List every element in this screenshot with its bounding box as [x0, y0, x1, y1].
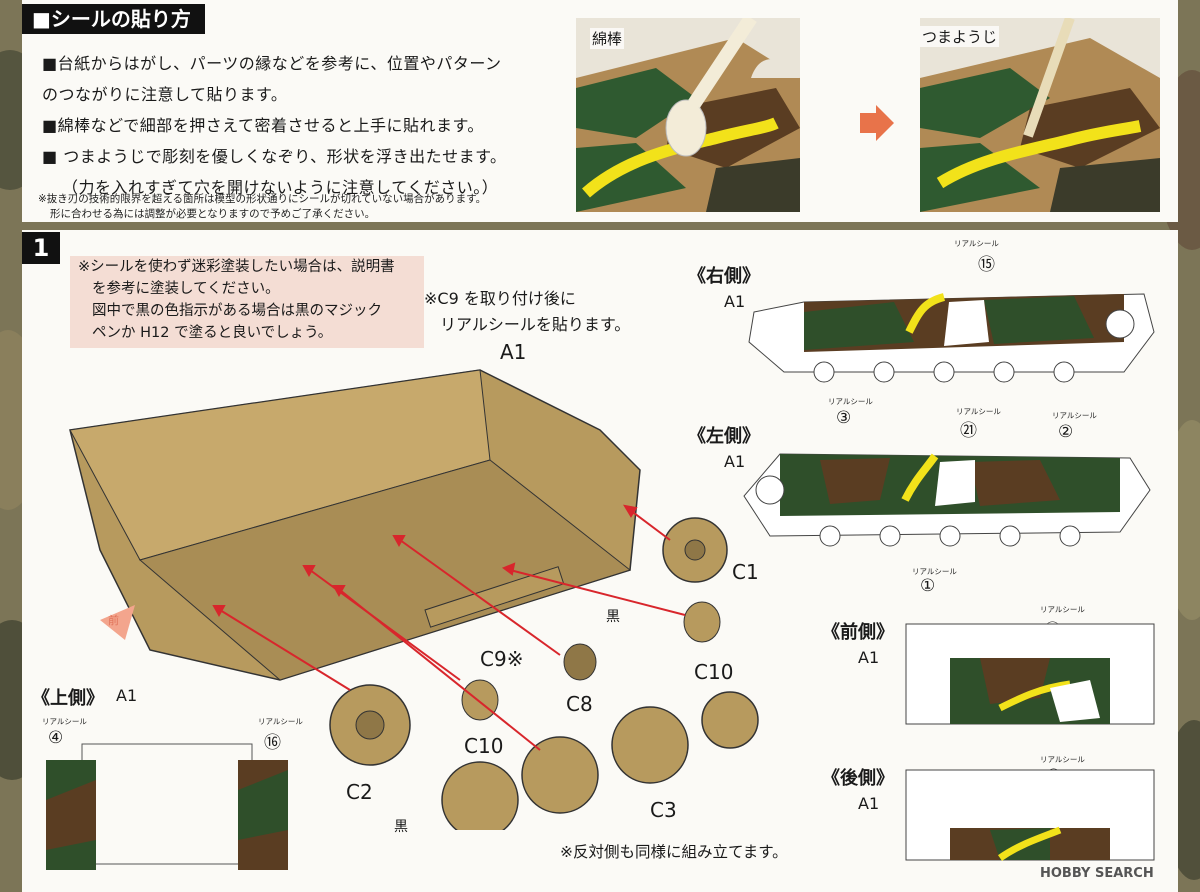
decal-number-15: ⑮ — [978, 255, 995, 275]
paint-note-line-2: を参考に塗装してください。 — [92, 281, 280, 297]
sprocket-c2 — [329, 684, 411, 766]
part-c9-bar — [424, 566, 565, 628]
top-decal-label-1: リアルシール — [42, 717, 87, 726]
footnote-line-1: ※抜き刃の技術的限界を超える箇所は模型の形状通りにシールが切れていない場合があり… — [38, 193, 487, 205]
hull-assembly-drawing — [69, 369, 759, 830]
arrow-right-icon — [860, 105, 894, 141]
decal-number-2: ② — [1058, 422, 1074, 442]
front-direction-arrow — [100, 605, 135, 640]
rear-view-part: A1 — [858, 794, 880, 813]
part-label-c3: C3 — [650, 798, 677, 822]
section-title: ■シールの貼り方 — [22, 4, 205, 34]
hull-side-plate — [138, 459, 632, 681]
decal-number-1: ① — [920, 576, 936, 596]
paint-note-line-1: ※シールを使わず迷彩塗装したい場合は、説明書 — [78, 259, 395, 275]
watermark: HOBBY SEARCH — [1040, 866, 1154, 881]
instruction-line-4: ■ つまようじで彫刻を優しくなぞり、形状を浮き出たせます。 — [42, 147, 507, 166]
other-side-note: ※反対側も同様に組み立てます。 — [560, 843, 788, 861]
front-decal-label: リアルシール — [1040, 605, 1085, 614]
instruction-line-3: ■綿棒などで細部を押さえて密着させると上手に貼れます。 — [42, 116, 484, 135]
instruction-line-5: （力を入れすぎて穴を開けないように注意してください。） — [62, 178, 499, 197]
part-label-a1: A1 — [500, 340, 527, 364]
top-view-part: A1 — [116, 686, 138, 705]
paint-note: ※シールを使わず迷彩塗装したい場合は、説明書 を参考に塗装してください。 図中で… — [70, 256, 424, 348]
right-decal-label-top: リアルシール — [954, 239, 999, 248]
footnote-line-2: 形に合わせる為には調整が必要となりますので予めご了承ください。 — [50, 208, 376, 220]
instruction-text: ■台紙からはがし、パーツの縁などを参考に、位置やパターン のつながりに注意して貼… — [42, 48, 562, 203]
c9-note: ※C9 を取り付け後に リアルシールを貼ります。 — [424, 286, 630, 338]
top-view-drawing — [46, 743, 288, 870]
left-view-title: 《左側》 — [688, 426, 760, 447]
left-decal-label-1: リアルシール — [912, 567, 957, 576]
color-black-label-2: 黒 — [394, 819, 408, 835]
top-decal-label-2: リアルシール — [258, 717, 303, 726]
decal-number-16: ⑯ — [264, 733, 281, 753]
instruction-line-2: のつながりに注意して貼ります。 — [42, 85, 288, 104]
idler-c1 — [662, 517, 728, 583]
c9-note-line-2: リアルシールを貼ります。 — [440, 315, 631, 334]
color-black-label-1: 黒 — [606, 609, 620, 625]
rear-decal-label: リアルシール — [1040, 755, 1085, 764]
toothpick-photo-graphic — [920, 18, 1160, 212]
left-decal-label-2: リアルシール — [1052, 411, 1097, 420]
top-view-title: 《上側》 — [32, 688, 104, 709]
front-view-part: A1 — [858, 648, 880, 667]
right-view-title: 《右側》 — [688, 266, 760, 287]
toothpick-label: つまようじ — [920, 26, 1000, 47]
rear-view-drawing — [905, 769, 1155, 861]
part-c8 — [563, 643, 597, 681]
left-view-part: A1 — [724, 452, 746, 471]
part-label-c9: C9※ — [480, 647, 524, 671]
c9-note-line-1: ※C9 を取り付け後に — [424, 289, 576, 308]
front-mark: 前 — [108, 614, 119, 627]
part-label-c10-right: C10 — [694, 660, 734, 684]
rear-view-title: 《後側》 — [822, 768, 894, 789]
front-view-drawing — [905, 623, 1155, 725]
decal-number-4: ④ — [48, 728, 64, 748]
right-view-drawing — [748, 293, 1155, 383]
part-label-c1: C1 — [732, 560, 759, 584]
decal-number-3: ③ — [836, 408, 852, 428]
right-view-part: A1 — [724, 292, 746, 311]
left-decal-label-3: リアルシール — [828, 397, 873, 406]
decal-number-21: ㉑ — [960, 421, 977, 441]
left-view-drawing — [743, 453, 1151, 547]
footnote: ※抜き刃の技術的限界を超える箇所は模型の形状通りにシールが切れていない場合があり… — [38, 192, 578, 222]
instruction-line-1: ■台紙からはがし、パーツの縁などを参考に、位置やパターン — [42, 54, 502, 73]
part-label-c2: C2 — [346, 780, 373, 804]
cotton-swab-label: 綿棒 — [590, 28, 625, 49]
right-decal-label-bottom: リアルシール — [956, 407, 1001, 416]
step-number: 1 — [22, 232, 60, 264]
front-view-title: 《前側》 — [822, 622, 894, 643]
part-label-c10-left: C10 — [464, 734, 504, 758]
assembly-arrows — [212, 504, 686, 751]
return-roller-c10-left — [461, 679, 499, 721]
part-label-c8: C8 — [566, 692, 593, 716]
return-roller-c10-right — [683, 601, 721, 643]
paint-note-line-4: ペンか H12 で塗ると良いでしょう。 — [92, 325, 333, 341]
photo-toothpick: つまようじ — [920, 18, 1160, 212]
road-wheels-c3 — [441, 691, 759, 830]
paint-note-line-3: 図中で黒の色指示がある場合は黒のマジック — [92, 303, 382, 319]
photo-cotton-swab: 綿棒 — [576, 18, 800, 212]
cotton-swab-photo-graphic — [576, 18, 800, 212]
